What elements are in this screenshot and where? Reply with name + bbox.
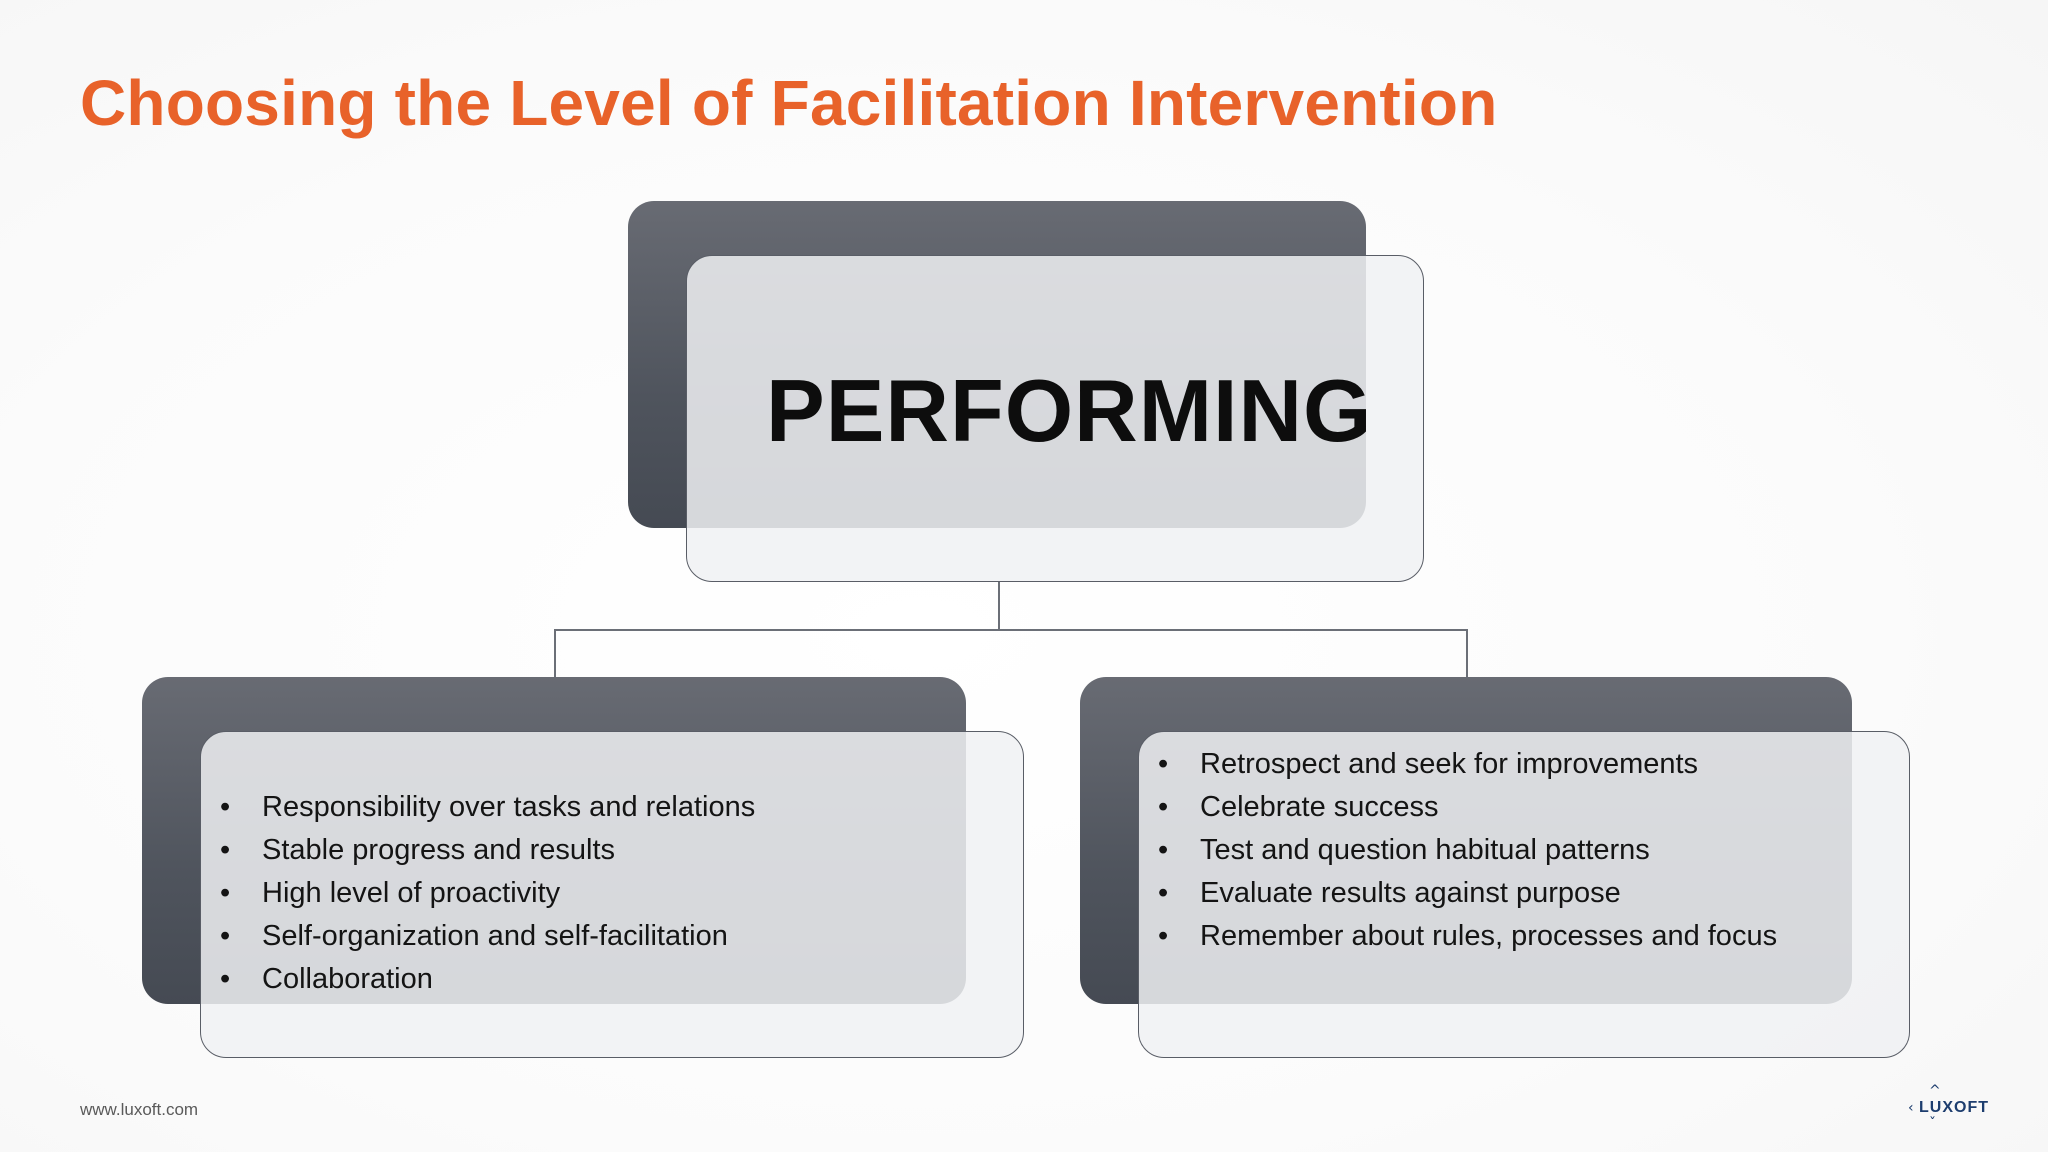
bullet-icon: • [220,834,231,866]
list-item: • Collaboration [220,958,755,1001]
bullet-icon: • [1158,920,1169,952]
bullet-icon: • [1158,877,1169,909]
list-item-text: Remember about rules, processes and focu… [1200,920,1778,952]
list-item-text: Self-organization and self-facilitation [262,920,728,952]
right-node-bullet-list: • Retrospect and seek for improvements • C… [1158,743,1777,958]
list-item-text: Collaboration [262,963,433,995]
bullet-icon: • [1158,791,1169,823]
right-node-front-card [1138,731,1910,1058]
slide-title: Choosing the Level of Facilitation Inter… [80,67,1498,139]
list-item: • Retrospect and seek for improvements [1158,743,1777,786]
bullet-icon: • [220,791,231,823]
connector-vertical-right [1466,629,1468,677]
top-node-label: PERFORMING [766,361,1373,460]
top-node-front-card [686,255,1424,582]
list-item: • Responsibility over tasks and relations [220,786,755,829]
list-item-text: High level of proactivity [262,877,561,909]
list-item: • Celebrate success [1158,786,1777,829]
list-item: • Test and question habitual patterns [1158,829,1777,872]
logo-caret-up-icon: ^ [1929,1083,1941,1099]
bullet-icon: • [1158,834,1169,866]
bullet-icon: • [220,963,231,995]
list-item-text: Responsibility over tasks and relations [262,791,756,823]
bullet-icon: • [220,877,231,909]
list-item-text: Test and question habitual patterns [1200,834,1650,866]
list-item: • High level of proactivity [220,872,755,915]
footer-url: www.luxoft.com [80,1100,199,1119]
left-node-front-card [200,731,1024,1058]
connector-horizontal [554,629,1468,631]
list-item: • Evaluate results against purpose [1158,872,1777,915]
logo-wordmark: LUXOFT [1919,1099,1989,1116]
list-item: • Self-organization and self-facilitation [220,915,755,958]
connector-vertical-top [998,582,1000,630]
list-item-text: Stable progress and results [262,834,616,866]
bullet-icon: • [1158,748,1169,780]
bullet-icon: • [220,920,231,952]
list-item-text: Celebrate success [1200,791,1439,823]
luxoft-logo: ^ ‹ LUXOFT ˇ [1908,1084,1994,1132]
list-item: • Remember about rules, processes and foc… [1158,915,1777,958]
left-node-bullet-list: • Responsibility over tasks and relations… [220,786,755,1001]
connector-vertical-left [554,629,556,677]
logo-caret-down-icon: ˇ [1929,1116,1936,1132]
list-item-text: Evaluate results against purpose [1200,877,1621,909]
list-item-text: Retrospect and seek for improvements [1200,748,1699,780]
logo-caret-left-icon: ‹ [1908,1100,1914,1116]
list-item: • Stable progress and results [220,829,755,872]
